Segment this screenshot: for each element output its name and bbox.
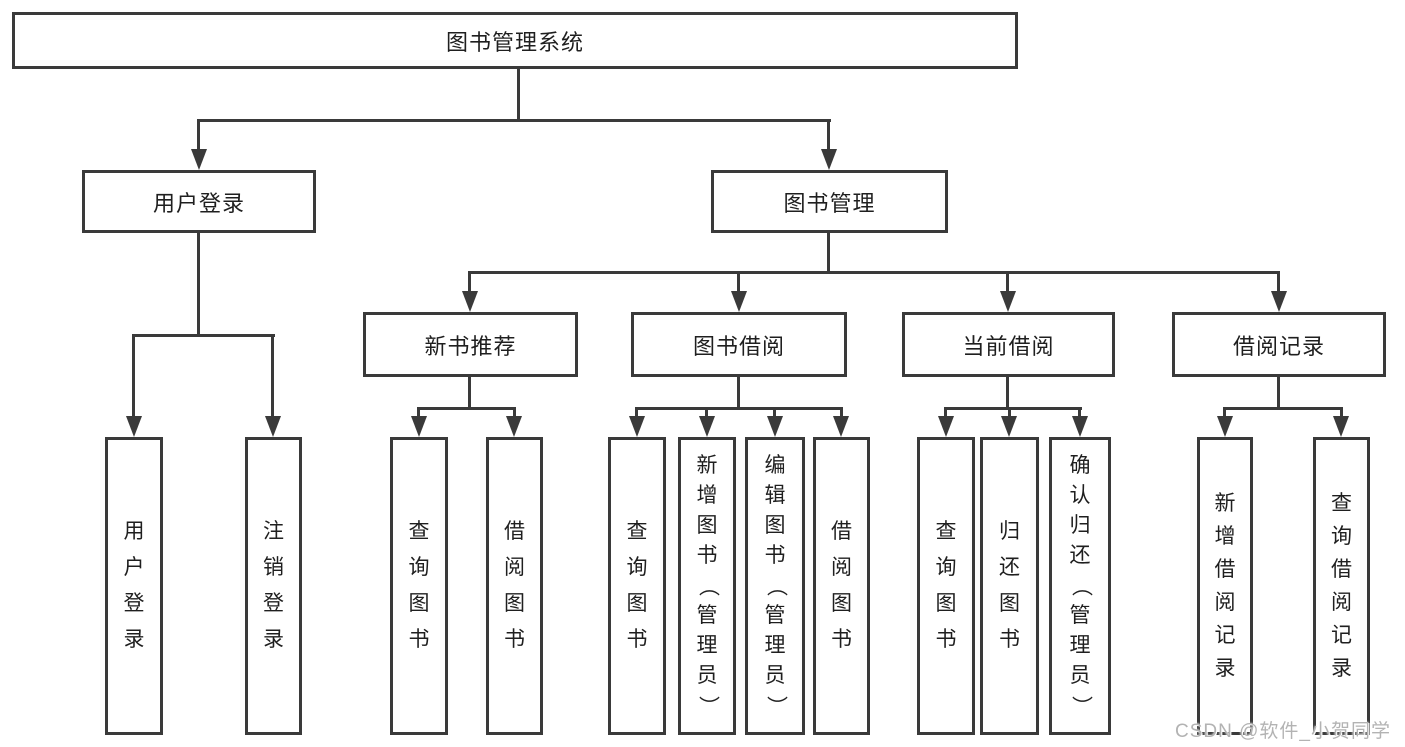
arrowhead-down bbox=[1217, 416, 1233, 437]
connector-line bbox=[1006, 271, 1009, 293]
connector-line bbox=[635, 407, 843, 410]
node-book-management: 图书管理 bbox=[711, 170, 948, 233]
connector-line bbox=[197, 119, 200, 150]
arrowhead-down bbox=[1000, 291, 1016, 312]
connector-line bbox=[1008, 407, 1011, 419]
connector-line bbox=[1006, 377, 1009, 410]
connector-line bbox=[1277, 271, 1280, 293]
leaf-current-query-book: 查询图书 bbox=[917, 437, 975, 735]
connector-line bbox=[827, 119, 830, 150]
node-book-borrow: 图书借阅 bbox=[631, 312, 847, 377]
arrowhead-down bbox=[833, 416, 849, 437]
connector-line bbox=[944, 407, 947, 419]
node-current-borrow: 当前借阅 bbox=[902, 312, 1115, 377]
connector-line bbox=[417, 407, 420, 419]
connector-line bbox=[417, 407, 516, 410]
connector-line bbox=[513, 407, 516, 419]
connector-line bbox=[132, 334, 135, 416]
leaf-edit-book-admin: 编辑图书（管理员） bbox=[745, 437, 805, 735]
leaf-logout: 注销登录 bbox=[245, 437, 302, 735]
node-user-login: 用户登录 bbox=[82, 170, 316, 233]
connector-line bbox=[1078, 407, 1081, 419]
connector-line bbox=[271, 334, 274, 416]
arrowhead-down bbox=[1271, 291, 1287, 312]
leaf-borrow-book: 借阅图书 bbox=[813, 437, 870, 735]
leaf-add-book-admin: 新增图书（管理员） bbox=[678, 437, 736, 735]
node-new-book-recommend: 新书推荐 bbox=[363, 312, 578, 377]
connector-line bbox=[944, 407, 1082, 410]
connector-line bbox=[468, 271, 471, 293]
leaf-return-book: 归还图书 bbox=[980, 437, 1039, 735]
arrowhead-down bbox=[699, 416, 715, 437]
node-borrow-records: 借阅记录 bbox=[1172, 312, 1386, 377]
connector-line bbox=[133, 334, 275, 337]
connector-line bbox=[1277, 377, 1280, 410]
leaf-query-borrow-record: 查询借阅记录 bbox=[1313, 437, 1370, 735]
arrowhead-down bbox=[191, 149, 207, 170]
arrowhead-down bbox=[821, 149, 837, 170]
arrowhead-down bbox=[767, 416, 783, 437]
leaf-user-login: 用户登录 bbox=[105, 437, 163, 735]
arrowhead-down bbox=[731, 291, 747, 312]
connector-line bbox=[737, 271, 740, 293]
watermark: CSDN @软件_小贺同学 bbox=[1175, 721, 1391, 742]
leaf-recommend-query-book: 查询图书 bbox=[390, 437, 448, 735]
connector-line bbox=[1223, 407, 1343, 410]
connector-line bbox=[635, 407, 638, 419]
connector-line bbox=[517, 69, 520, 121]
arrowhead-down bbox=[126, 416, 142, 437]
leaf-confirm-return-admin: 确认归还（管理员） bbox=[1049, 437, 1111, 735]
connector-line bbox=[468, 377, 471, 410]
connector-line bbox=[468, 271, 1280, 274]
leaf-recommend-borrow-book: 借阅图书 bbox=[486, 437, 543, 735]
arrowhead-down bbox=[1333, 416, 1349, 437]
leaf-add-borrow-record: 新增借阅记录 bbox=[1197, 437, 1253, 735]
arrowhead-down bbox=[629, 416, 645, 437]
connector-line bbox=[827, 233, 830, 274]
connector-line bbox=[1223, 407, 1226, 419]
arrowhead-down bbox=[411, 416, 427, 437]
arrowhead-down bbox=[462, 291, 478, 312]
arrowhead-down bbox=[1072, 416, 1088, 437]
arrowhead-down bbox=[1001, 416, 1017, 437]
connector-line bbox=[840, 407, 843, 419]
leaf-borrow-query-book: 查询图书 bbox=[608, 437, 666, 735]
arrowhead-down bbox=[938, 416, 954, 437]
arrowhead-down bbox=[265, 416, 281, 437]
connector-line bbox=[737, 377, 740, 410]
arrowhead-down bbox=[506, 416, 522, 437]
connector-line bbox=[773, 407, 776, 419]
node-library-system: 图书管理系统 bbox=[12, 12, 1018, 69]
connector-line bbox=[197, 119, 831, 122]
connector-line bbox=[197, 233, 200, 337]
connector-line bbox=[1340, 407, 1343, 419]
connector-line bbox=[705, 407, 708, 419]
